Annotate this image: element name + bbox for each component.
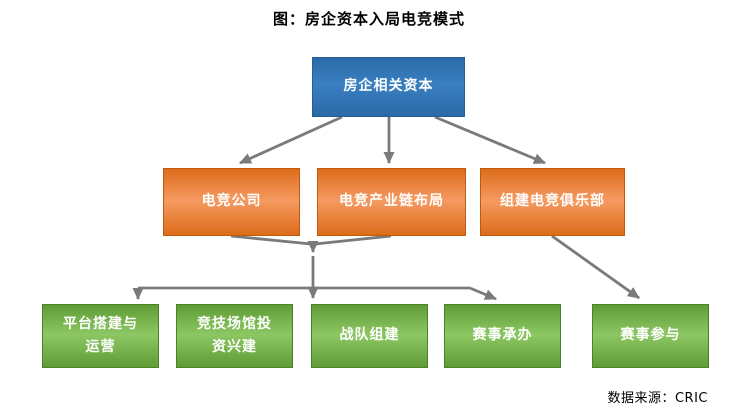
- node-build-esports-club: 组建电竞俱乐部: [480, 168, 625, 236]
- node-label: 组建电竞俱乐部: [500, 193, 605, 210]
- node-label: 平台搭建与运营: [63, 315, 138, 355]
- node-label: 电竞产业链布局: [339, 193, 444, 210]
- node-label: 赛事参与: [620, 327, 681, 344]
- node-event-hosting: 赛事承办: [444, 304, 561, 368]
- node-event-participation: 赛事参与: [592, 304, 709, 368]
- node-label: 房企相关资本: [343, 78, 434, 95]
- data-source-note: 数据来源：CRIC: [607, 391, 708, 406]
- node-team-formation: 战队组建: [311, 304, 428, 368]
- node-esports-company: 电竞公司: [163, 168, 300, 236]
- node-label: 竞技场馆投资兴建: [197, 315, 272, 355]
- node-real-estate-capital: 房企相关资本: [312, 57, 465, 117]
- node-platform-operation: 平台搭建与运营: [42, 304, 159, 368]
- node-label: 赛事承办: [472, 327, 533, 344]
- node-venue-investment: 竞技场馆投资兴建: [176, 304, 293, 368]
- node-label: 战队组建: [339, 327, 400, 344]
- figure-title: 图：房企资本入局电竞模式: [272, 10, 465, 28]
- node-label: 电竞公司: [201, 193, 262, 210]
- node-industry-chain-layout: 电竞产业链布局: [317, 168, 466, 236]
